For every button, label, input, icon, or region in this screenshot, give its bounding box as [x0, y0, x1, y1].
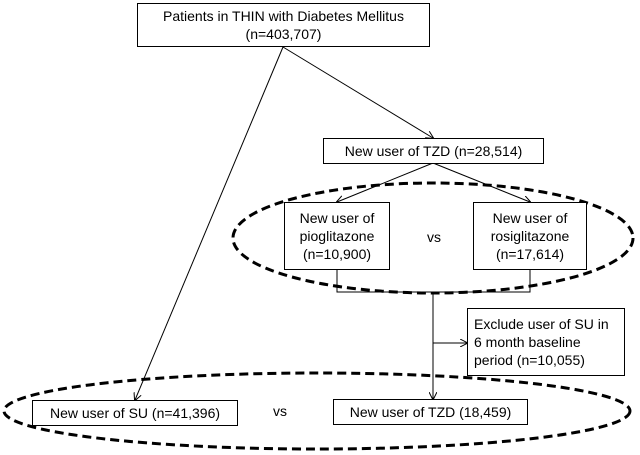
new-su-box: New user of SU (n=41,396): [32, 400, 238, 426]
new-tzd-final-text: New user of TZD (18,459): [349, 404, 512, 420]
arrow-to-rosiglitazone: [432, 162, 530, 202]
pioglitazone-line2: pioglitazone: [299, 228, 375, 244]
pioglitazone-line1: New user of: [299, 210, 375, 226]
rosiglitazone-line1: New user of: [492, 210, 568, 226]
arrow-to-new-su: [135, 46, 284, 400]
rosiglitazone-box: New user of rosiglitazone (n=17,614): [473, 202, 587, 270]
vs-label-top: vs: [427, 229, 441, 245]
new-tzd-text: New user of TZD (n=28,514): [344, 143, 523, 159]
exclude-line3: period (n=10,055): [474, 352, 585, 368]
exclude-line1: Exclude user of SU in: [474, 316, 609, 332]
rosiglitazone-line2: rosiglitazone: [490, 228, 570, 244]
pioglitazone-line3: (n=10,900): [302, 246, 372, 262]
new-tzd-box: New user of TZD (n=28,514): [323, 138, 544, 164]
patients-line1: Patients in THIN with Diabetes Mellitus: [163, 8, 404, 24]
exclude-box: Exclude user of SU in 6 month baseline p…: [467, 308, 625, 376]
new-su-text: New user of SU (n=41,396): [49, 405, 221, 421]
vs-label-bottom: vs: [273, 403, 287, 419]
arrow-to-new-tzd: [282, 46, 433, 138]
rosiglitazone-line3: (n=17,614): [495, 246, 565, 262]
patients-line2: (n=403,707): [245, 26, 322, 42]
new-tzd-final-box: New user of TZD (18,459): [333, 399, 528, 425]
arrow-to-pioglitazone: [337, 162, 434, 202]
exclude-line2: 6 month baseline: [474, 334, 581, 350]
pioglitazone-box: New user of pioglitazone (n=10,900): [284, 202, 390, 270]
patients-box: Patients in THIN with Diabetes Mellitus …: [137, 3, 430, 47]
comparison-ellipse-bottom: [2, 371, 632, 451]
